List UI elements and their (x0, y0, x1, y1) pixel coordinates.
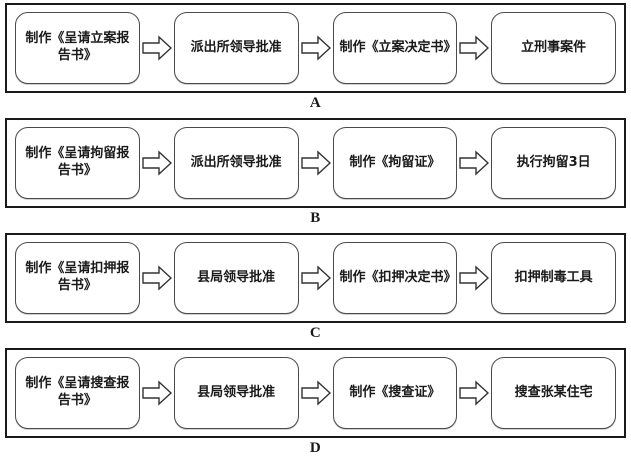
flow-row-d: 制作《呈请搜查报告书》 县局领导批准 制作《搜查证》 搜查张某住宅 (5, 348, 626, 438)
flow-node-label: 派出所领导批准 (190, 154, 282, 170)
flow-node-label: 扣押制毒工具 (514, 269, 593, 285)
flow-node-label: 县局领导批准 (197, 384, 276, 400)
flow-node[interactable]: 县局领导批准 (173, 357, 299, 429)
flow-row-c: 制作《呈请扣押报告书》 县局领导批准 制作《扣押决定书》 扣押制毒工具 (5, 233, 626, 323)
flow-row-frame: 制作《呈请搜查报告书》 县局领导批准 制作《搜查证》 搜查张某住宅 (5, 348, 626, 438)
flow-row-label-d: D (309, 440, 322, 456)
flow-row-frame: 制作《呈请扣押报告书》 县局领导批准 制作《扣押决定书》 扣押制毒工具 (5, 233, 626, 323)
flow-node[interactable]: 县局领导批准 (173, 242, 299, 314)
block-arrow-right-icon (299, 373, 333, 413)
flow-node-label: 制作《呈请扣押报告书》 (25, 261, 130, 293)
flow-node-label: 制作《呈请立案报告书》 (25, 31, 130, 63)
flow-node-label: 派出所领导批准 (190, 39, 282, 55)
flow-node[interactable]: 制作《立案决定书》 (332, 12, 458, 84)
flow-node[interactable]: 制作《呈请立案报告书》 (15, 12, 140, 84)
block-arrow-right-icon (140, 28, 174, 68)
flow-node[interactable]: 立刑事案件 (491, 12, 616, 84)
block-arrow-right-icon (140, 373, 174, 413)
flow-node-label: 制作《呈请拘留报告书》 (25, 146, 130, 178)
block-arrow-right-icon (457, 373, 491, 413)
flow-node[interactable]: 制作《搜查证》 (332, 357, 458, 429)
block-arrow-right-icon (457, 258, 491, 298)
block-arrow-right-icon (299, 258, 333, 298)
block-arrow-right-icon (140, 258, 174, 298)
flow-node[interactable]: 制作《呈请扣押报告书》 (15, 242, 140, 314)
flow-row-label-a: A (309, 95, 322, 111)
flow-node[interactable]: 制作《呈请拘留报告书》 (15, 127, 140, 199)
flow-node[interactable]: 执行拘留3日 (491, 127, 616, 199)
flow-node-label: 制作《拘留证》 (349, 154, 441, 170)
flow-node[interactable]: 制作《呈请搜查报告书》 (15, 357, 140, 429)
flow-node[interactable]: 派出所领导批准 (173, 127, 299, 199)
block-arrow-right-icon (299, 143, 333, 183)
flow-node[interactable]: 派出所领导批准 (173, 12, 299, 84)
block-arrow-right-icon (457, 28, 491, 68)
flow-row-label-b: B (310, 210, 321, 226)
flow-row-b: 制作《呈请拘留报告书》 派出所领导批准 制作《拘留证》 执行拘留3日 (5, 118, 626, 208)
flow-node-label: 制作《搜查证》 (349, 384, 441, 400)
flow-node-label: 立刑事案件 (521, 39, 587, 55)
flow-node-label: 制作《扣押决定书》 (339, 269, 457, 285)
flow-node[interactable]: 搜查张某住宅 (491, 357, 616, 429)
flow-row-a: 制作《呈请立案报告书》 派出所领导批准 制作《立案决定书》 立刑事案件 (5, 3, 626, 93)
flow-node-label: 制作《呈请搜查报告书》 (25, 376, 130, 408)
block-arrow-right-icon (140, 143, 174, 183)
flow-node[interactable]: 扣押制毒工具 (491, 242, 616, 314)
flow-row-frame: 制作《呈请拘留报告书》 派出所领导批准 制作《拘留证》 执行拘留3日 (5, 118, 626, 208)
flow-node-label: 搜查张某住宅 (514, 384, 593, 400)
flow-row-frame: 制作《呈请立案报告书》 派出所领导批准 制作《立案决定书》 立刑事案件 (5, 3, 626, 93)
flow-node-label: 县局领导批准 (197, 269, 276, 285)
block-arrow-right-icon (299, 28, 333, 68)
flow-row-label-c: C (309, 325, 322, 341)
flow-node-label: 执行拘留3日 (516, 154, 591, 170)
flow-node[interactable]: 制作《扣押决定书》 (332, 242, 458, 314)
flow-node-label: 制作《立案决定书》 (339, 39, 457, 55)
block-arrow-right-icon (457, 143, 491, 183)
flow-node[interactable]: 制作《拘留证》 (332, 127, 458, 199)
